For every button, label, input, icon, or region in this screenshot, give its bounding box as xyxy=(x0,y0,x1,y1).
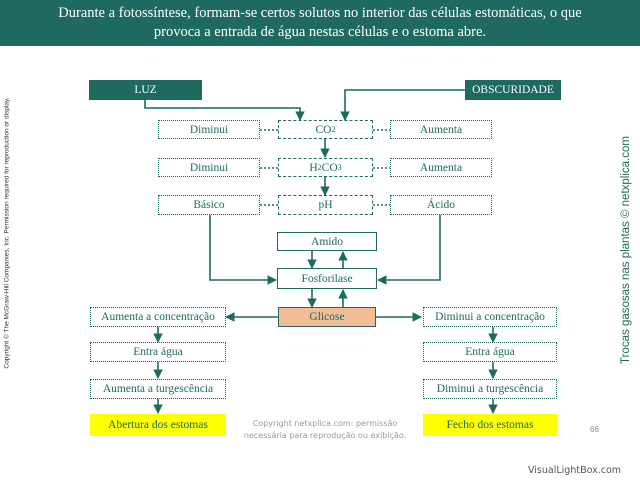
ph-box: pH xyxy=(278,195,373,215)
connector-basico-fosforilase xyxy=(209,215,277,285)
right-chain-concentracao: Diminui a concentração xyxy=(423,307,557,327)
visuallightbox-watermark: VisualLightBox.com xyxy=(528,465,622,476)
connector-acido-fosforilase xyxy=(377,215,441,285)
luz-box: LUZ xyxy=(89,80,202,100)
connector-obscuridade-co2 xyxy=(340,89,465,121)
fosforilase-box: Fosforilase xyxy=(277,268,377,289)
banner-line-2: provoca a entrada de água nestas células… xyxy=(153,24,487,40)
footer-line-2: necessária para reprodução ou exibição. xyxy=(243,431,407,440)
right-chain-turgescencia: Diminui a turgescência xyxy=(423,379,557,399)
obscuridade-box: OBSCURIDADE xyxy=(465,80,561,100)
left-row3-box: Básico xyxy=(158,195,260,215)
co2-subscript: 2 xyxy=(331,125,336,134)
h2co3-subscript-2: 3 xyxy=(337,163,342,172)
h2co3-subscript-1: 2 xyxy=(317,163,322,172)
left-chain-entra-agua: Entra água xyxy=(90,342,226,362)
right-row3-box: Ácido xyxy=(390,195,492,215)
amido-box: Amido xyxy=(277,232,377,251)
title-banner: Durante a fotossíntese, formam-se certos… xyxy=(0,0,640,46)
co2-text: CO xyxy=(315,123,332,136)
banner-line-1: Durante a fotossíntese, formam-se certos… xyxy=(58,5,582,21)
footer-line-1: Copyright netxplica.com: permissão xyxy=(252,419,398,428)
right-chain-entra-agua: Entra água xyxy=(423,342,557,362)
h2co3-text-b: CO xyxy=(321,161,338,174)
footer-copyright: Copyright netxplica.com: permissão neces… xyxy=(210,418,440,442)
right-row2-box: Aumenta xyxy=(390,158,492,177)
left-chain-turgescencia: Aumenta a turgescência xyxy=(90,379,226,399)
page-number: 66 xyxy=(590,425,599,434)
h2co3-text-a: H xyxy=(309,161,318,174)
left-chain-concentracao: Aumenta a concentração xyxy=(90,307,226,327)
right-chain-fecho: Fecho dos estomas xyxy=(423,414,557,436)
left-row2-box: Diminui xyxy=(158,158,260,177)
glicose-box: Glicose xyxy=(278,307,376,327)
left-row1-box: Diminui xyxy=(158,120,260,139)
connector-luz-co2 xyxy=(144,100,305,121)
right-row1-box: Aumenta xyxy=(390,120,492,139)
left-chain-abertura: Abertura dos estomas xyxy=(90,414,226,436)
